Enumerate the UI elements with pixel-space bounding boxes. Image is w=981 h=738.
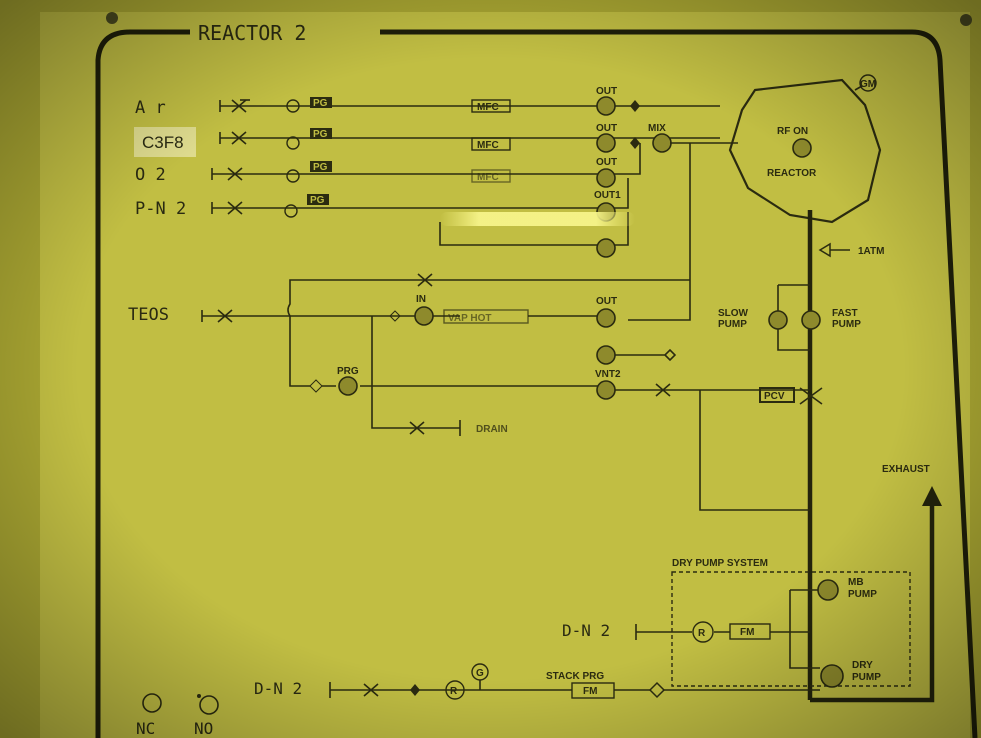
mb-pump-label-1: MB: [848, 577, 864, 588]
out-label: OUT: [596, 157, 617, 168]
no-label: NO: [194, 719, 213, 738]
pg-label: PG: [313, 162, 328, 173]
teos-out-label: OUT: [596, 296, 617, 307]
mfc-label: MFC: [477, 102, 499, 113]
reactor-label: REACTOR: [767, 168, 817, 179]
out-label: OUT1: [594, 190, 621, 201]
rf-on-label: RF ON: [777, 126, 808, 137]
gas-name: P-N 2: [135, 199, 186, 219]
pg-label: PG: [313, 129, 328, 140]
exhaust-label: EXHAUST: [882, 464, 930, 475]
fast-pump-label-2: PUMP: [832, 319, 861, 330]
nc-label: NC: [136, 719, 155, 738]
pg-label: PG: [310, 195, 325, 206]
dry-pump-led: [820, 664, 844, 688]
slow-pump-label-1: SLOW: [718, 308, 749, 319]
fast-pump-label-1: FAST: [832, 308, 858, 319]
out-label: OUT: [596, 86, 617, 97]
out-led: [596, 133, 616, 153]
rf-on-led: [792, 138, 812, 158]
pcv-label: PCV: [764, 391, 785, 402]
screw-icon: [106, 12, 118, 24]
bottom-dn2-label: D-N 2: [254, 679, 302, 698]
teos-out-led: [596, 308, 616, 328]
in-led: [414, 306, 434, 326]
gas-name: C3F8: [142, 133, 184, 152]
slow-pump-label-2: PUMP: [718, 319, 747, 330]
light-reflection: [440, 212, 635, 226]
dn2-label: D-N 2: [562, 621, 610, 640]
out-led: [596, 168, 616, 188]
out-led: [596, 96, 616, 116]
led: [596, 345, 616, 365]
atm-label: 1ATM: [858, 246, 884, 257]
vaporizer-label: VAP HOT: [448, 313, 492, 324]
mix-label: MIX: [648, 123, 666, 134]
stack-fm-label: FM: [583, 686, 597, 697]
pg-label: PG: [313, 98, 328, 109]
dry-pump-label-1: DRY: [852, 660, 873, 671]
in-label: IN: [416, 294, 426, 305]
prg-label: PRG: [337, 366, 359, 377]
screw-icon: [960, 14, 972, 26]
prg-led: [338, 376, 358, 396]
led: [596, 238, 616, 258]
fast-pump-led: [801, 310, 821, 330]
out-label: OUT: [596, 123, 617, 134]
vnt2-led: [596, 380, 616, 400]
regulator-symbol: R: [450, 686, 458, 697]
mfc-label: MFC: [477, 172, 499, 183]
gauge-symbol: G: [476, 668, 484, 679]
gm-label: GM: [860, 79, 876, 90]
dry-pump-system-title: DRY PUMP SYSTEM: [672, 558, 768, 569]
teos-label: TEOS: [128, 305, 169, 325]
mix-led: [652, 133, 672, 153]
dry-pump-label-2: PUMP: [852, 672, 881, 683]
stack-prg-label: STACK PRG: [546, 671, 604, 682]
regulator-symbol: R: [698, 628, 706, 639]
gas-name: O 2: [135, 165, 166, 185]
panel-title: REACTOR 2: [198, 21, 306, 45]
mb-pump-label-2: PUMP: [848, 589, 877, 600]
vnt2-label: VNT2: [595, 369, 621, 380]
mfc-label: MFC: [477, 140, 499, 151]
fm-label: FM: [740, 627, 754, 638]
mb-pump-led: [817, 579, 839, 601]
gas-name: A r: [135, 98, 166, 118]
slow-pump-led: [768, 310, 788, 330]
drain-label: DRAIN: [476, 424, 508, 435]
